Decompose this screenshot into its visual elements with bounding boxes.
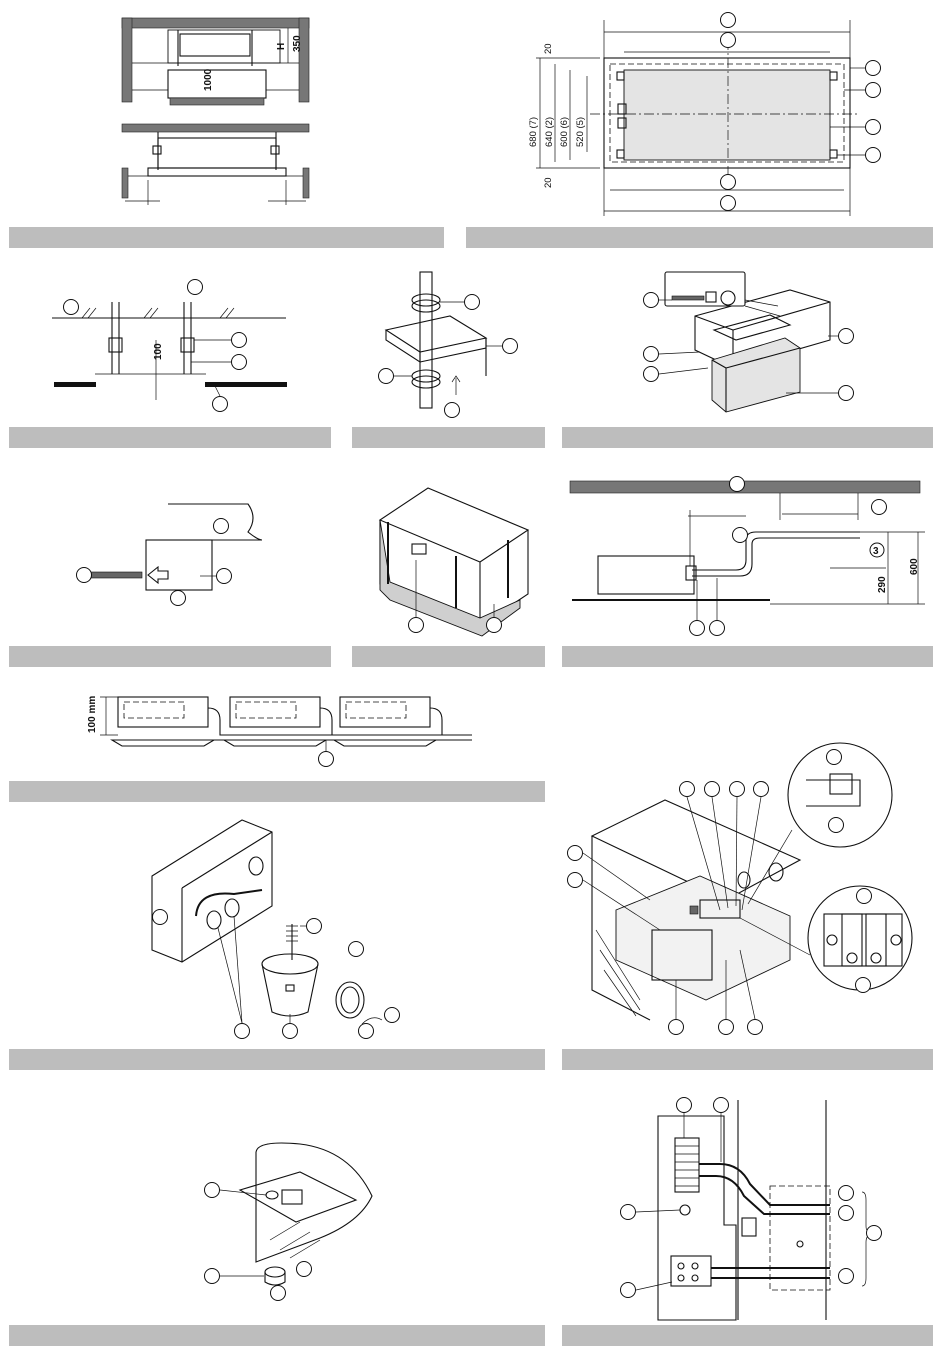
- fig5-callout-4: [839, 329, 854, 344]
- fig11-callout-4: [754, 782, 769, 797]
- fig8-callout-1: [730, 477, 745, 492]
- fig6-callout-3: [217, 569, 232, 584]
- fig8-mark-3: 3: [873, 546, 879, 557]
- fig5-unit-template: [644, 272, 854, 412]
- fig12-callout-1: [205, 1183, 220, 1198]
- fig2-dim-680: 680 (7): [528, 117, 539, 147]
- fig2-dim-top: 20: [543, 43, 554, 54]
- fig11-callout-6: [568, 873, 583, 888]
- fig11-callout-7: [827, 750, 842, 765]
- fig11-callout-1: [680, 782, 695, 797]
- fig13-callout-2: [714, 1098, 729, 1113]
- fig1-dim-1000: 1000: [203, 68, 214, 91]
- fig10-callout-6: [283, 1024, 298, 1039]
- fig8-dim-290: 290: [877, 576, 888, 593]
- fig13-callout-5: [839, 1186, 854, 1201]
- fig2-opening-dimensions: 20 20 680 (7) 640 (2) 600 (6) 520 (5): [528, 13, 881, 217]
- fig2-callout-right1: [866, 61, 881, 76]
- fig11-callout-8: [829, 818, 844, 833]
- fig12-callout-3: [205, 1269, 220, 1284]
- fig10-callout-4: [385, 1008, 400, 1023]
- fig9-multi-unit-drain: 100 mm: [87, 696, 472, 767]
- fig2-callout-bottom2: [721, 196, 736, 211]
- fig4-callout-4: [445, 403, 460, 418]
- fig8-drain-rise: 290 600 3: [570, 477, 925, 636]
- fig2-dim-520: 520 (5): [575, 117, 586, 147]
- fig5-callout-1: [644, 293, 659, 308]
- fig3-callout-5: [213, 397, 228, 412]
- fig7-callout-1: [409, 618, 424, 633]
- fig11-callout-2: [705, 782, 720, 797]
- fig3-callout-1: [64, 300, 79, 315]
- fig3-callout-2: [188, 280, 203, 295]
- fig10-callout-7: [359, 1024, 374, 1039]
- fig6-drain-connection: [77, 504, 263, 606]
- fig13-callout-7: [839, 1269, 854, 1284]
- fig13-callout-4: [621, 1283, 636, 1298]
- fig13-callout-6: [839, 1206, 854, 1221]
- fig1-ceiling-section: H 350 1000: [122, 18, 309, 205]
- fig2-callout-right3: [866, 120, 881, 135]
- fig10-drain-test: [152, 820, 400, 1039]
- fig5-callout-2: [644, 347, 659, 362]
- fig3-callout-4: [232, 355, 247, 370]
- fig8-dim-600: 600: [909, 558, 920, 575]
- fig2-dim-600: 600 (6): [559, 117, 570, 147]
- fig2-callout-top2: [721, 33, 736, 48]
- fig11-callout-9: [857, 889, 872, 904]
- fig2-callout-right4: [866, 148, 881, 163]
- fig11-callout-5: [568, 846, 583, 861]
- fig10-callout-2: [307, 919, 322, 934]
- fig2-callout-bottom1: [721, 175, 736, 190]
- fig8-callout-3: [733, 528, 748, 543]
- fig6-callout-1: [214, 519, 229, 534]
- fig11-callout-3: [730, 782, 745, 797]
- fig2-dim-bottom: 20: [543, 177, 554, 188]
- fig2-dim-640: 640 (2): [544, 117, 555, 147]
- fig11-callout-12: [719, 1020, 734, 1035]
- fig5-callout-3: [644, 367, 659, 382]
- fig6-callout-4: [171, 591, 186, 606]
- fig12-callout-2: [297, 1262, 312, 1277]
- fig10-callout-1: [153, 910, 168, 925]
- fig8-callout-2: [872, 500, 887, 515]
- fig7-callout-2: [487, 618, 502, 633]
- fig13-callout-1: [677, 1098, 692, 1113]
- fig11-callout-10: [856, 978, 871, 993]
- fig6-callout-2: [77, 568, 92, 583]
- fig2-callout-top1: [721, 13, 736, 28]
- fig3-dim-100: 100: [153, 343, 164, 360]
- fig2-callout-right2: [866, 83, 881, 98]
- fig5-callout-5: [839, 386, 854, 401]
- fig11-callout-13: [748, 1020, 763, 1035]
- fig11-callout-11: [669, 1020, 684, 1035]
- fig3-callout-3: [232, 333, 247, 348]
- fig8-callout-4: [690, 621, 705, 636]
- fig10-callout-5: [235, 1024, 250, 1039]
- fig12-callout-4: [271, 1286, 286, 1301]
- fig4-callout-1: [465, 295, 480, 310]
- fig7-insulation: [380, 488, 528, 636]
- fig11-electrical-box: [568, 743, 913, 1035]
- fig4-bolt-mount: [379, 272, 518, 418]
- fig8-callout-5: [710, 621, 725, 636]
- fig9-callout-1: [319, 752, 334, 767]
- fig12-cap-detail: [205, 1143, 373, 1301]
- fig10-callout-3: [349, 942, 364, 957]
- fig13-wiring-terminal: [621, 1098, 882, 1321]
- fig13-callout-8: [867, 1226, 882, 1241]
- fig1-dim-350: 350: [292, 35, 303, 52]
- fig4-callout-3: [379, 369, 394, 384]
- fig3-hanging-bolts: 100: [52, 280, 286, 412]
- fig4-callout-2: [503, 339, 518, 354]
- fig9-dim-100mm: 100 mm: [87, 696, 98, 733]
- fig1-label-h: H: [276, 43, 287, 50]
- fig13-callout-3: [621, 1205, 636, 1220]
